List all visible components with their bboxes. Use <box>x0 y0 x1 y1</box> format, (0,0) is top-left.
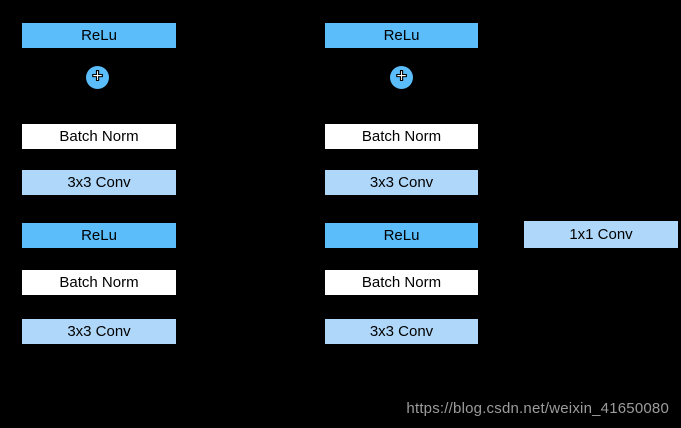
addition-node: + <box>86 66 109 89</box>
conv-3x3-box: 3x3 Conv <box>324 318 479 345</box>
relu-box: ReLu <box>324 222 479 249</box>
relu-box: ReLu <box>21 222 177 249</box>
plus-icon: + <box>395 66 408 87</box>
batch-norm-box: Batch Norm <box>324 269 479 296</box>
batch-norm-box: Batch Norm <box>324 123 479 150</box>
conv-3x3-box: 3x3 Conv <box>21 318 177 345</box>
batch-norm-box: Batch Norm <box>21 123 177 150</box>
plus-icon: + <box>91 66 104 87</box>
batch-norm-box: Batch Norm <box>21 269 177 296</box>
addition-node: + <box>390 66 413 89</box>
relu-box: ReLu <box>21 22 177 49</box>
relu-box: ReLu <box>324 22 479 49</box>
conv-1x1-box: 1x1 Conv <box>523 220 679 249</box>
conv-3x3-box: 3x3 Conv <box>324 169 479 196</box>
conv-3x3-box: 3x3 Conv <box>21 169 177 196</box>
watermark-url: https://blog.csdn.net/weixin_41650080 <box>406 400 669 417</box>
